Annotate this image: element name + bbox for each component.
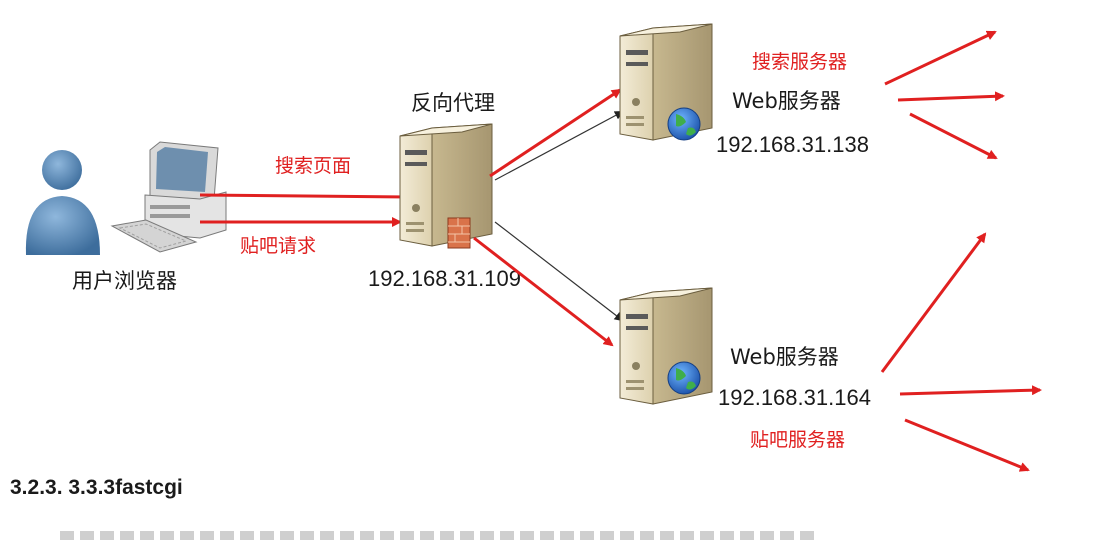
proxy-server-icon [399,123,493,247]
proxy-ip: 192.168.31.109 [368,266,521,291]
section-heading: 3.2.3. 3.3.3fastcgi [10,476,183,499]
bottom-fanout-arrow-3 [904,418,1030,472]
search-server-label: 搜索服务器 [752,51,847,73]
web-server-top-label: Web服务器 [732,89,841,113]
web-server-top-ip: 192.168.31.138 [716,132,869,157]
reverse-proxy-title: 反向代理 [411,91,495,115]
web-server-bottom-icon [619,287,713,405]
web-server-bottom-label: Web服务器 [730,345,839,369]
top-fanout-arrow-1 [884,30,997,86]
tieba-request-label: 贴吧请求 [240,235,316,257]
user-avatar-icon [25,150,100,255]
firewall-icon [447,217,471,249]
search-page-label: 搜索页面 [275,155,351,177]
tieba-server-label: 贴吧服务器 [750,429,845,451]
computer-icon [110,141,227,253]
web-server-top-icon [619,23,713,141]
proxy-to-bottom-red-arrow [473,236,614,347]
globe-bottom-icon [667,361,701,395]
proxy-to-top-black-line [494,111,624,181]
top-fanout-arrow-2 [897,91,1005,102]
search-request-arrow [199,191,412,202]
globe-top-icon [667,107,701,141]
web-server-bottom-ip: 192.168.31.164 [718,385,871,410]
proxy-to-top-red-arrow [489,88,622,178]
top-fanout-arrow-3 [909,112,998,160]
user-browser-label: 用户浏览器 [72,269,177,293]
bottom-fanout-arrow-1 [880,232,987,373]
cut-off-text-line [60,528,860,540]
proxy-to-bottom-black-line [494,221,624,322]
bottom-fanout-arrow-2 [899,385,1042,396]
